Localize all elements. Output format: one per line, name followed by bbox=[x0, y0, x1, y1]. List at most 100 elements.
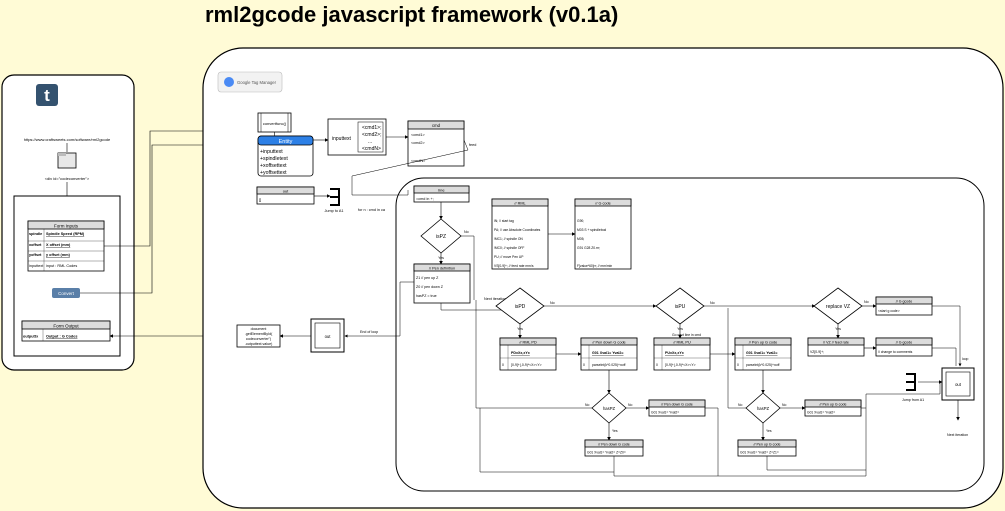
out-box-title: out bbox=[283, 189, 289, 194]
rml-pu-value: [0-9]+(,0-9)*<X><Y> bbox=[665, 363, 696, 367]
pen-down-g-key: 0 bbox=[583, 363, 585, 367]
gcode-row-5: F[value*60]rr; // mm/min bbox=[577, 264, 612, 268]
pen-up-g-title: // Pen up G code bbox=[749, 341, 778, 345]
cmd-list-item-3: ... bbox=[368, 139, 372, 145]
pen-down-g2-value: G01 Xval1= Yval2= bbox=[651, 411, 679, 415]
gtm-box bbox=[217, 71, 283, 93]
has-pz-1-side-label: No bbox=[585, 403, 589, 407]
rml-row-2: PA; // use Absolute Coordinates bbox=[494, 228, 541, 232]
pen-def-row-1: Z1 // pen up Z bbox=[416, 276, 439, 280]
form-output-key: outputtx bbox=[23, 335, 39, 339]
pen-down-g3-value: G01 Xval1= Yval2= Z=Z0= bbox=[587, 451, 626, 455]
rml-row-3: !MC1; // spindle ON bbox=[494, 237, 523, 241]
rml-pu-row1: PUxXx,xYx bbox=[665, 351, 684, 355]
folder-icon bbox=[57, 152, 77, 169]
replace-vz-label: replace VZ bbox=[826, 304, 850, 310]
loop-frame bbox=[395, 177, 985, 492]
jump-from-a-label: Jump from A1 bbox=[902, 398, 924, 402]
jump-arrow-icon bbox=[330, 188, 340, 206]
has-pz-2-side-label: No bbox=[738, 403, 742, 407]
pen-def-row-2: Z0 // pen down Z bbox=[416, 285, 444, 289]
out-terminal-label: out bbox=[955, 382, 962, 387]
form-inputs-title: Form Inputs bbox=[54, 224, 79, 229]
end-of-loop-label: End of loop bbox=[360, 330, 378, 334]
rml-row-6: VS[0-9]+; // feed rate mm/s bbox=[494, 264, 534, 268]
pen-up-g3-value: G01 Xval1= Yval2= Z=Z1= bbox=[740, 451, 779, 455]
url-label: https://www.craftsweets.com/software/rml… bbox=[24, 137, 111, 142]
form-field-xoffset[interactable]: X offset (mm) bbox=[46, 243, 71, 247]
replace-vz-no: No bbox=[864, 300, 869, 304]
gcode-start-title: // G gcode bbox=[896, 300, 913, 304]
rml-box-title: // RML bbox=[514, 202, 525, 206]
pen-down-g3-title: // Pen down G code bbox=[598, 443, 630, 447]
gcode-box-title: // G code bbox=[595, 202, 610, 206]
doc-line-3: codeconverter") bbox=[246, 337, 271, 341]
is-pu-label: isPU bbox=[675, 304, 686, 310]
gcode-start-value: <start g code> bbox=[878, 309, 900, 313]
has-pz-label-1: hasPZ bbox=[603, 406, 616, 411]
gcode-comments-title: // G gcode bbox=[896, 341, 913, 345]
rml-row-1: IN; // start tag bbox=[494, 219, 514, 223]
rml-pd-key: 0 bbox=[502, 363, 504, 367]
convert-button-label: Convert bbox=[58, 291, 75, 296]
form-key-yoffset: yoffset bbox=[29, 253, 42, 257]
gcode-row-1: G90; bbox=[577, 219, 584, 223]
pen-down-g2-title: // Pen down G code bbox=[661, 403, 693, 407]
cmd-list-item-4: <cmdN> bbox=[362, 146, 381, 152]
feed-label: feed bbox=[469, 143, 476, 147]
pen-down-g-title: // Pen down G code bbox=[592, 341, 625, 345]
out-box-value: [] bbox=[259, 197, 261, 202]
entity-field-spindletext: +spindletext bbox=[260, 156, 288, 162]
pen-up-g2-value: G01 Xval1= Yval2= bbox=[807, 411, 835, 415]
cmd-list-item-1: <cmd1>; bbox=[362, 125, 381, 131]
rml-pd-title: // RML PD bbox=[519, 341, 537, 345]
form-output-field[interactable]: Output : G Codes bbox=[46, 335, 77, 339]
page-title: rml2gcode javascript framework (v0.1a) bbox=[205, 2, 619, 27]
rml-pu-key: 0 bbox=[656, 363, 658, 367]
tumblr-icon bbox=[36, 84, 58, 106]
pen-def-title: // Pen definition bbox=[429, 267, 455, 271]
has-pz-label-2: hasPZ bbox=[757, 406, 770, 411]
form-key-inputtext: inputtext bbox=[29, 264, 44, 268]
entity-field-yoffsettext: +yoffsettext bbox=[260, 170, 287, 176]
form-key-xoffset: xoffset bbox=[29, 243, 42, 247]
rml-row-5: PU; // move Pen UP bbox=[494, 255, 524, 259]
form-key-spindle: spindle bbox=[29, 232, 42, 236]
pen-def-row-3: hasPZ = true bbox=[416, 294, 437, 298]
pen-down-g-value: parseInt(k*0.025)+xoff bbox=[592, 363, 625, 367]
pen-up-g3-title: // Pen up G code bbox=[754, 443, 781, 447]
is-pu-no: No bbox=[710, 301, 715, 305]
vz-feed-value: VZ[0-9]+; bbox=[810, 350, 824, 354]
form-field-yoffset[interactable]: y offset (mm) bbox=[46, 253, 71, 257]
form-field-inputtext[interactable]: input : RML Codes bbox=[46, 264, 77, 268]
is-pz-no: No bbox=[464, 230, 469, 234]
main-panel bbox=[202, 47, 1004, 509]
loop-label: loop bbox=[962, 357, 969, 361]
rml-pd-row1: PDxXx,xYx bbox=[511, 351, 530, 355]
doc-line-2: .getElementById( bbox=[245, 332, 273, 336]
rml-row-4: !MC0; // spindle OFF bbox=[494, 246, 524, 250]
gcode-box bbox=[574, 198, 632, 270]
jump-to-a-label: Jump to A1 bbox=[325, 209, 344, 213]
form-field-spindle[interactable]: Spindle Speed (RPM) bbox=[46, 232, 85, 236]
inputtext-label: inputtext bbox=[332, 136, 352, 142]
is-pd-label: isPD bbox=[515, 304, 526, 310]
next-iteration-label: Next iteration bbox=[484, 297, 506, 301]
has-pz-2-no: No bbox=[782, 403, 786, 407]
pen-up-g2-title: // Pen up G code bbox=[820, 403, 847, 407]
has-pz-2-yes: Yes bbox=[766, 429, 772, 433]
line-box-title: line bbox=[438, 188, 445, 193]
pen-down-g-row1: G01 Xval1= Yval2= bbox=[592, 351, 624, 355]
rml-pd-value: [0-9]+(,0-9)*<X><Y> bbox=[511, 363, 542, 367]
pen-up-g-row1: G01 Xval1= Yval2= bbox=[746, 351, 778, 355]
cmd-box-title: cmd bbox=[432, 123, 441, 128]
for-loop-label: for n : cmd in ca bbox=[358, 208, 386, 212]
next-iteration-label-2: Next iteration bbox=[947, 433, 968, 437]
line-box-value: =cmd in +; bbox=[416, 197, 434, 201]
rml-pu-title: // RML PU bbox=[673, 341, 691, 345]
doc-line-4: .outputtext.value) bbox=[245, 342, 273, 346]
vz-feed-title: // VZ // feed rate bbox=[823, 341, 849, 345]
convert-button[interactable] bbox=[52, 288, 80, 298]
